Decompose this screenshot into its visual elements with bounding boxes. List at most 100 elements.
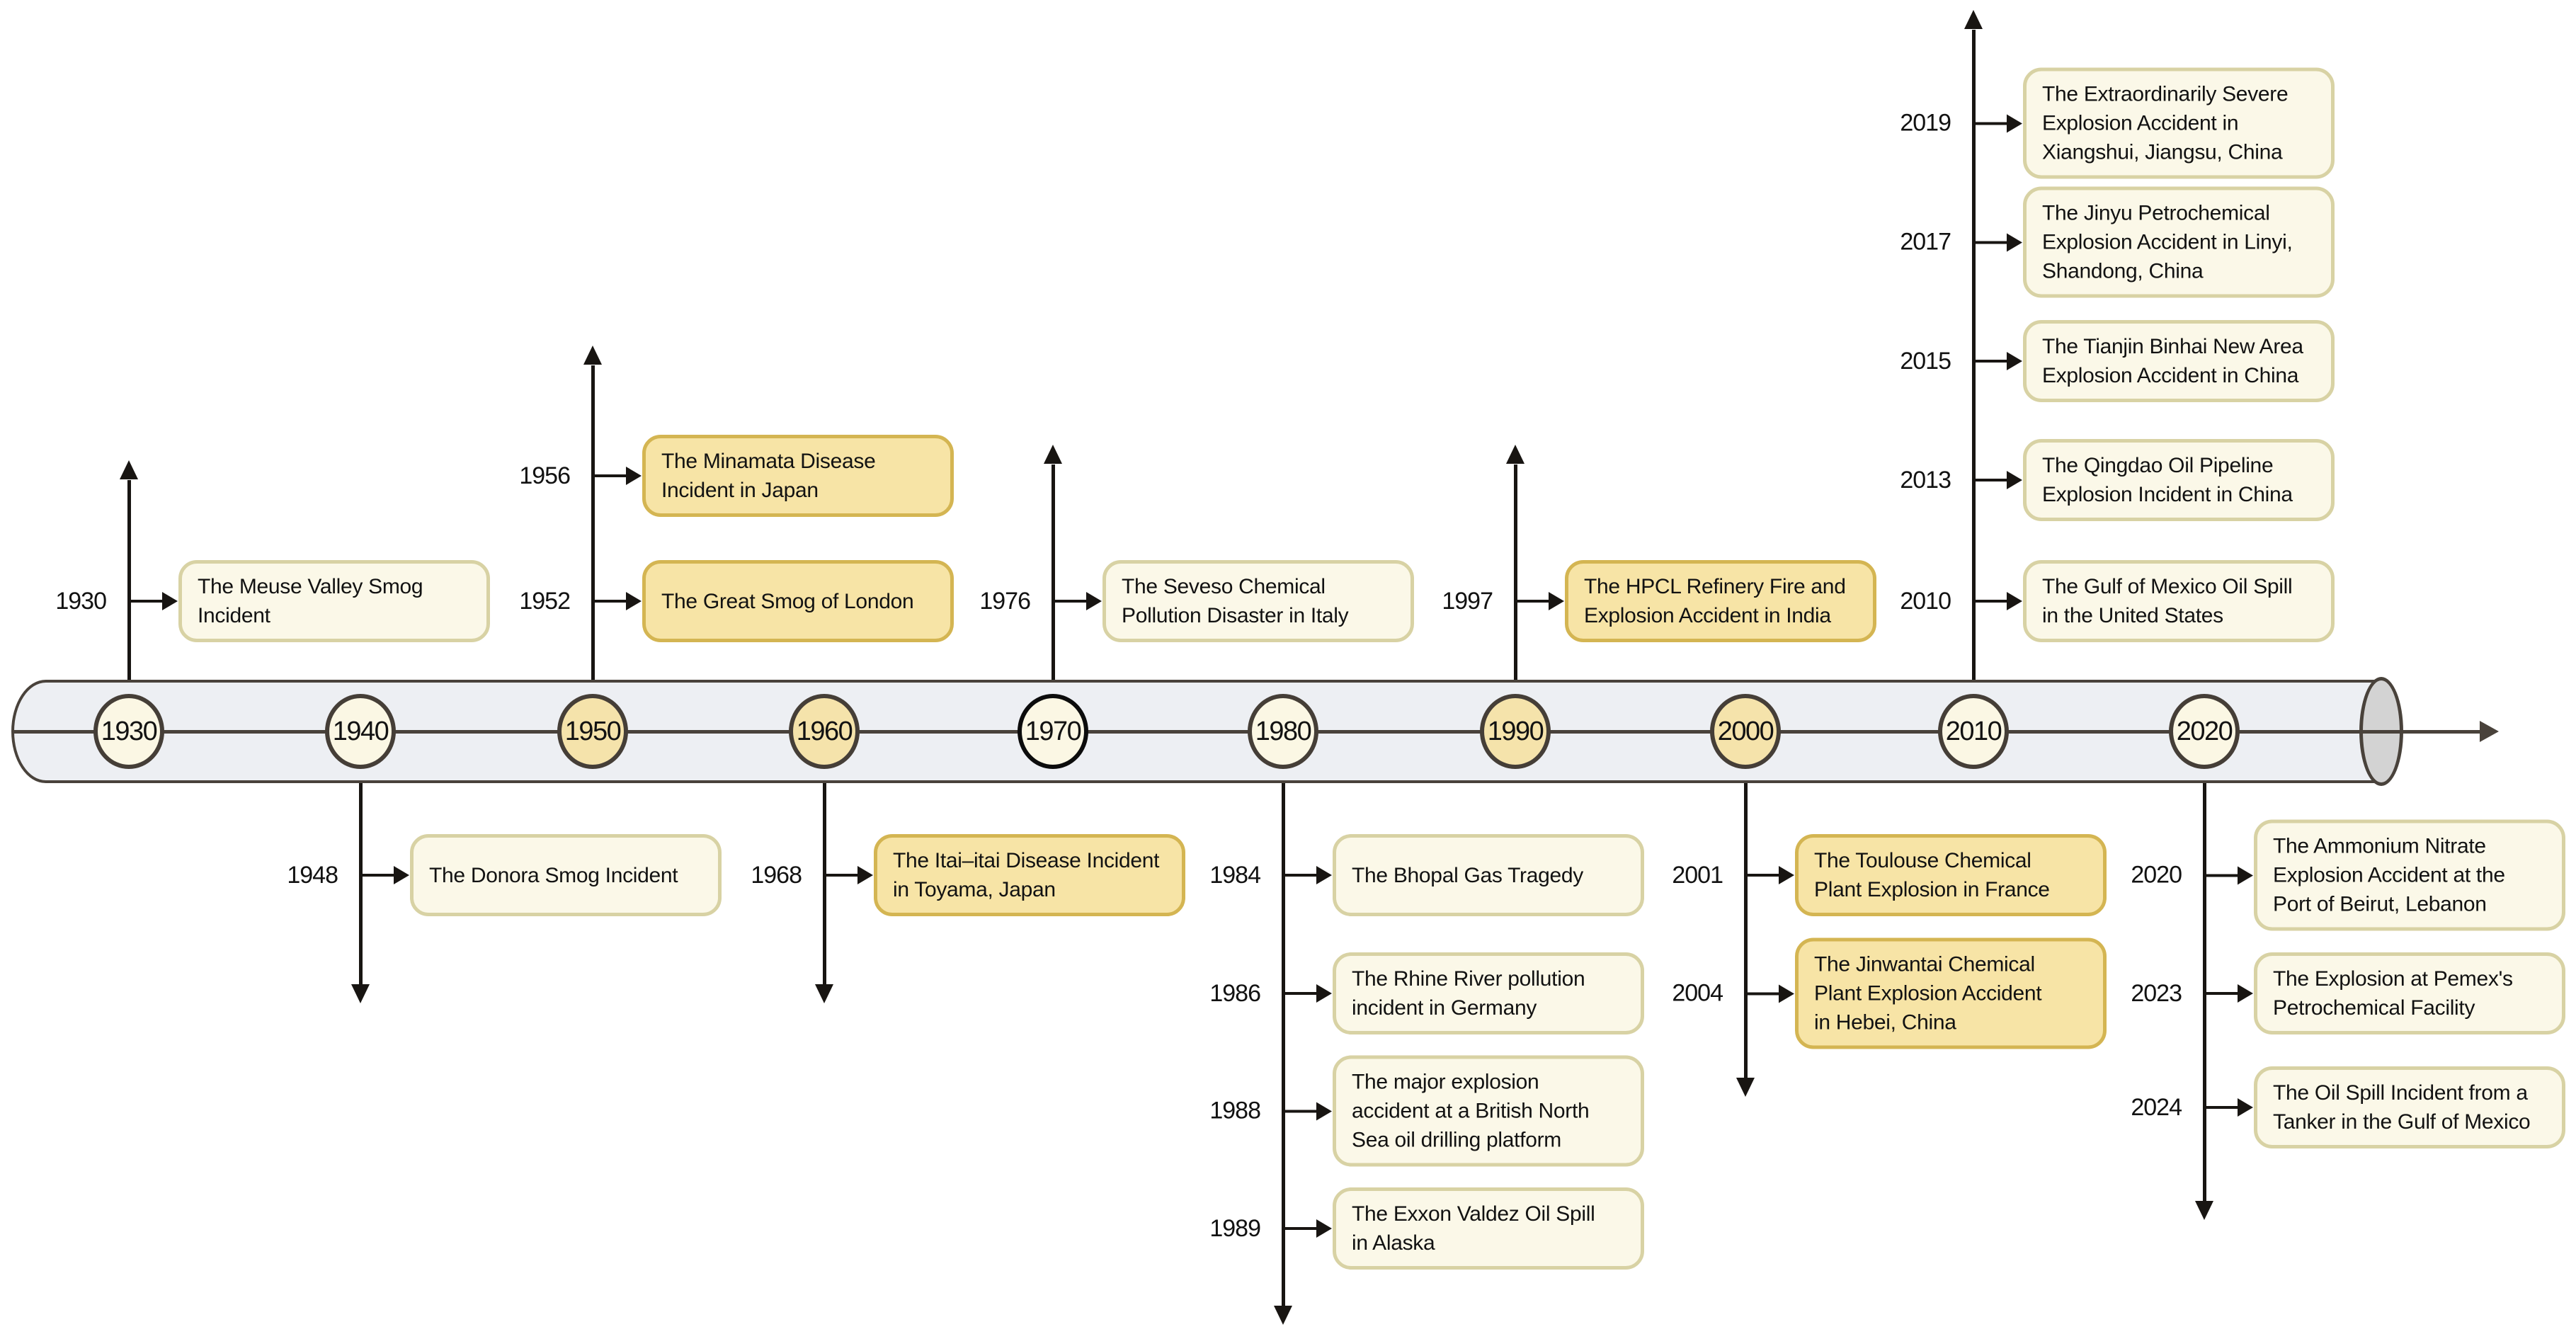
event-box: The Toulouse Chemical Plant Explosion in… [1795, 834, 2107, 916]
branch-arrow-up-1990 [1506, 445, 1524, 464]
event-box: The Minamata Disease Incident in Japan [642, 435, 954, 517]
arrow-right-icon [1514, 592, 1564, 610]
decade-1970: 1970 [1018, 694, 1088, 769]
branch-line-2020 [2203, 731, 2206, 1201]
event-year-label: 2015 [1900, 347, 1951, 375]
event-box: The Exxon Valdez Oil Spill in Alaska [1333, 1187, 1644, 1270]
decade-2010: 2010 [1938, 694, 2009, 769]
event-1997: 1997 The HPCL Refinery Fire and Explosio… [1409, 560, 1876, 642]
event-box: The Oil Spill Incident from a Tanker in … [2254, 1066, 2565, 1148]
arrow-right-icon [1972, 233, 2022, 251]
branch-line-2000 [1744, 731, 1748, 1078]
event-box: The Bhopal Gas Tragedy [1333, 834, 1644, 916]
arrow-right-icon [1282, 1102, 1332, 1120]
branch-arrow-down-1960 [815, 984, 833, 1003]
event-2023: 2023 The Explosion at Pemex's Petrochemi… [2098, 952, 2565, 1034]
event-2010: 2010 The Gulf of Mexico Oil Spill in the… [1867, 560, 2335, 642]
event-1952: 1952 The Great Smog of London [486, 560, 954, 642]
arrow-right-icon [1972, 352, 2022, 370]
event-1988: 1988 The major explosion accident at a B… [1177, 1055, 1644, 1167]
event-1930: 1930 The Meuse Valley Smog Incident [23, 560, 490, 642]
event-1989: 1989 The Exxon Valdez Oil Spill in Alask… [1177, 1187, 1644, 1270]
event-box: The Qingdao Oil Pipeline Explosion Incid… [2023, 439, 2335, 521]
event-2015: 2015 The Tianjin Binhai New Area Explosi… [1867, 320, 2335, 402]
decade-1930: 1930 [93, 694, 164, 769]
event-box: The Donora Smog Incident [410, 834, 722, 916]
event-box: The Jinyu Petrochemical Explosion Accide… [2023, 186, 2335, 298]
event-year-label: 2023 [2131, 979, 2182, 1007]
branch-line-1940 [359, 731, 363, 984]
event-1956: 1956 The Minamata Disease Incident in Ja… [486, 435, 954, 517]
arrow-right-icon [1972, 471, 2022, 489]
event-year-label: 1956 [519, 462, 571, 489]
event-year-label: 1986 [1209, 979, 1261, 1007]
branch-arrow-up-1930 [120, 460, 138, 479]
event-year-label: 2004 [1672, 979, 1723, 1007]
arrow-right-icon [2203, 1098, 2253, 1117]
arrow-right-icon [1744, 866, 1794, 884]
decade-1940: 1940 [325, 694, 396, 769]
event-year-label: 2017 [1900, 228, 1951, 256]
event-1968: 1968 The Itai–itai Disease Incident in T… [718, 834, 1185, 916]
event-box: The Great Smog of London [642, 560, 954, 642]
decade-2020: 2020 [2169, 694, 2240, 769]
branch-line-1970 [1052, 464, 1055, 731]
decade-2000: 2000 [1710, 694, 1781, 769]
event-year-label: 1988 [1209, 1097, 1261, 1124]
event-box: The major explosion accident at a Britis… [1333, 1055, 1644, 1167]
event-2024: 2024 The Oil Spill Incident from a Tanke… [2098, 1066, 2565, 1148]
event-year-label: 1976 [979, 587, 1031, 615]
event-year-label: 1989 [1209, 1214, 1261, 1242]
event-year-label: 2010 [1900, 587, 1951, 615]
branch-arrow-up-1950 [583, 346, 602, 365]
decade-1960: 1960 [789, 694, 860, 769]
event-2019: 2019 The Extraordinarily Severe Explosio… [1867, 67, 2335, 179]
event-2001: 2001 The Toulouse Chemical Plant Explosi… [1639, 834, 2107, 916]
branch-line-2010 [1972, 30, 1976, 731]
event-year-label: 2001 [1672, 861, 1723, 889]
arrow-right-icon [1972, 592, 2022, 610]
event-2013: 2013 The Qingdao Oil Pipeline Explosion … [1867, 439, 2335, 521]
arrow-right-icon [591, 592, 642, 610]
arrow-right-icon [359, 866, 409, 884]
event-box: The Seveso Chemical Pollution Disaster i… [1102, 560, 1414, 642]
arrow-right-icon [1972, 114, 2022, 132]
event-box: The Jinwantai Chemical Plant Explosion A… [1795, 937, 2107, 1049]
event-box: The Explosion at Pemex's Petrochemical F… [2254, 952, 2565, 1034]
event-box: The Gulf of Mexico Oil Spill in the Unit… [2023, 560, 2335, 642]
arrow-right-icon [1744, 984, 1794, 1003]
event-year-label: 1997 [1442, 587, 1493, 615]
branch-line-1950 [591, 365, 595, 731]
branch-arrow-down-2020 [2195, 1201, 2213, 1220]
event-box: The Rhine River pollution incident in Ge… [1333, 952, 1644, 1034]
event-1986: 1986 The Rhine River pollution incident … [1177, 952, 1644, 1034]
arrow-right-icon [127, 592, 178, 610]
event-year-label: 2013 [1900, 466, 1951, 494]
event-1948: 1948 The Donora Smog Incident [254, 834, 722, 916]
branch-line-1990 [1514, 464, 1517, 731]
timeline-axis-arrow-icon [2480, 721, 2499, 742]
event-year-label: 1948 [287, 861, 338, 889]
branch-arrow-down-2000 [1736, 1078, 1755, 1097]
event-box: The Ammonium Nitrate Explosion Accident … [2254, 819, 2565, 931]
arrow-right-icon [1052, 592, 1102, 610]
arrow-right-icon [1282, 984, 1332, 1003]
arrow-right-icon [823, 866, 873, 884]
arrow-right-icon [2203, 866, 2253, 884]
event-1984: 1984 The Bhopal Gas Tragedy [1177, 834, 1644, 916]
arrow-right-icon [591, 467, 642, 485]
event-year-label: 2024 [2131, 1093, 2182, 1121]
branch-arrow-down-1940 [351, 984, 370, 1003]
event-year-label: 1952 [519, 587, 571, 615]
branch-line-1980 [1282, 731, 1285, 1306]
branch-arrow-up-2010 [1964, 10, 1983, 29]
event-year-label: 1930 [55, 587, 107, 615]
event-2020: 2020 The Ammonium Nitrate Explosion Acci… [2098, 819, 2565, 931]
event-1976: 1976 The Seveso Chemical Pollution Disas… [947, 560, 1414, 642]
decade-1980: 1980 [1248, 694, 1318, 769]
arrow-right-icon [2203, 984, 2253, 1003]
event-box: The HPCL Refinery Fire and Explosion Acc… [1565, 560, 1876, 642]
event-2004: 2004 The Jinwantai Chemical Plant Explos… [1639, 937, 2107, 1049]
event-box: The Tianjin Binhai New Area Explosion Ac… [2023, 320, 2335, 402]
